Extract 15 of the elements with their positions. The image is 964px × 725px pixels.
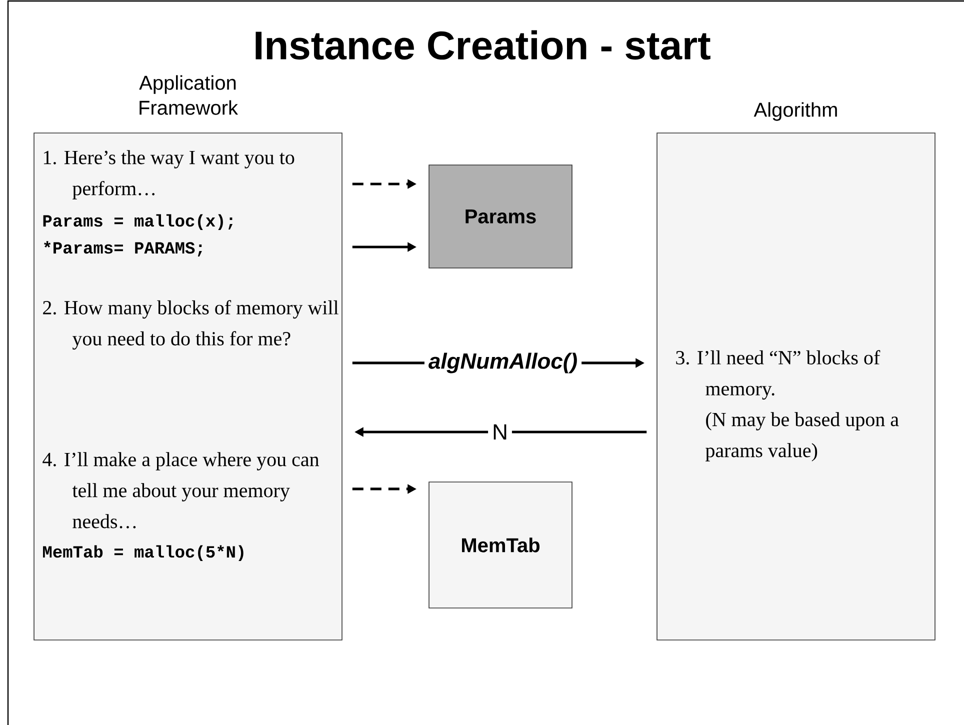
step-text: 2. How many blocks of memory will you need to do this for me?	[43, 300, 338, 350]
panel-heading: Application Framework	[139, 75, 238, 115]
edge-label: algNumAlloc()	[424, 348, 582, 378]
edge-label: N	[488, 420, 512, 444]
step-text: 4. I’ll make a place where you can tell me about your memory needs…	[42, 452, 320, 528]
slide-title: Instance Creation - start	[256, 30, 710, 60]
note-text: (N may be based upon a params value)	[706, 412, 899, 462]
step-text: 3. I’ll need “N” blocks of memory.	[676, 350, 880, 400]
code-line: Params = malloc(x);	[43, 214, 233, 230]
step-text: 1. Here’s the way I want you to perform…	[44, 150, 294, 200]
panel-heading: Algorithm	[754, 102, 837, 121]
code-line: MemTab = malloc(5*N)	[43, 545, 244, 562]
code-line: *Params= PARAMS;	[44, 241, 202, 256]
memtab-box: MemTab	[428, 482, 572, 608]
params-box: Params	[428, 164, 572, 268]
